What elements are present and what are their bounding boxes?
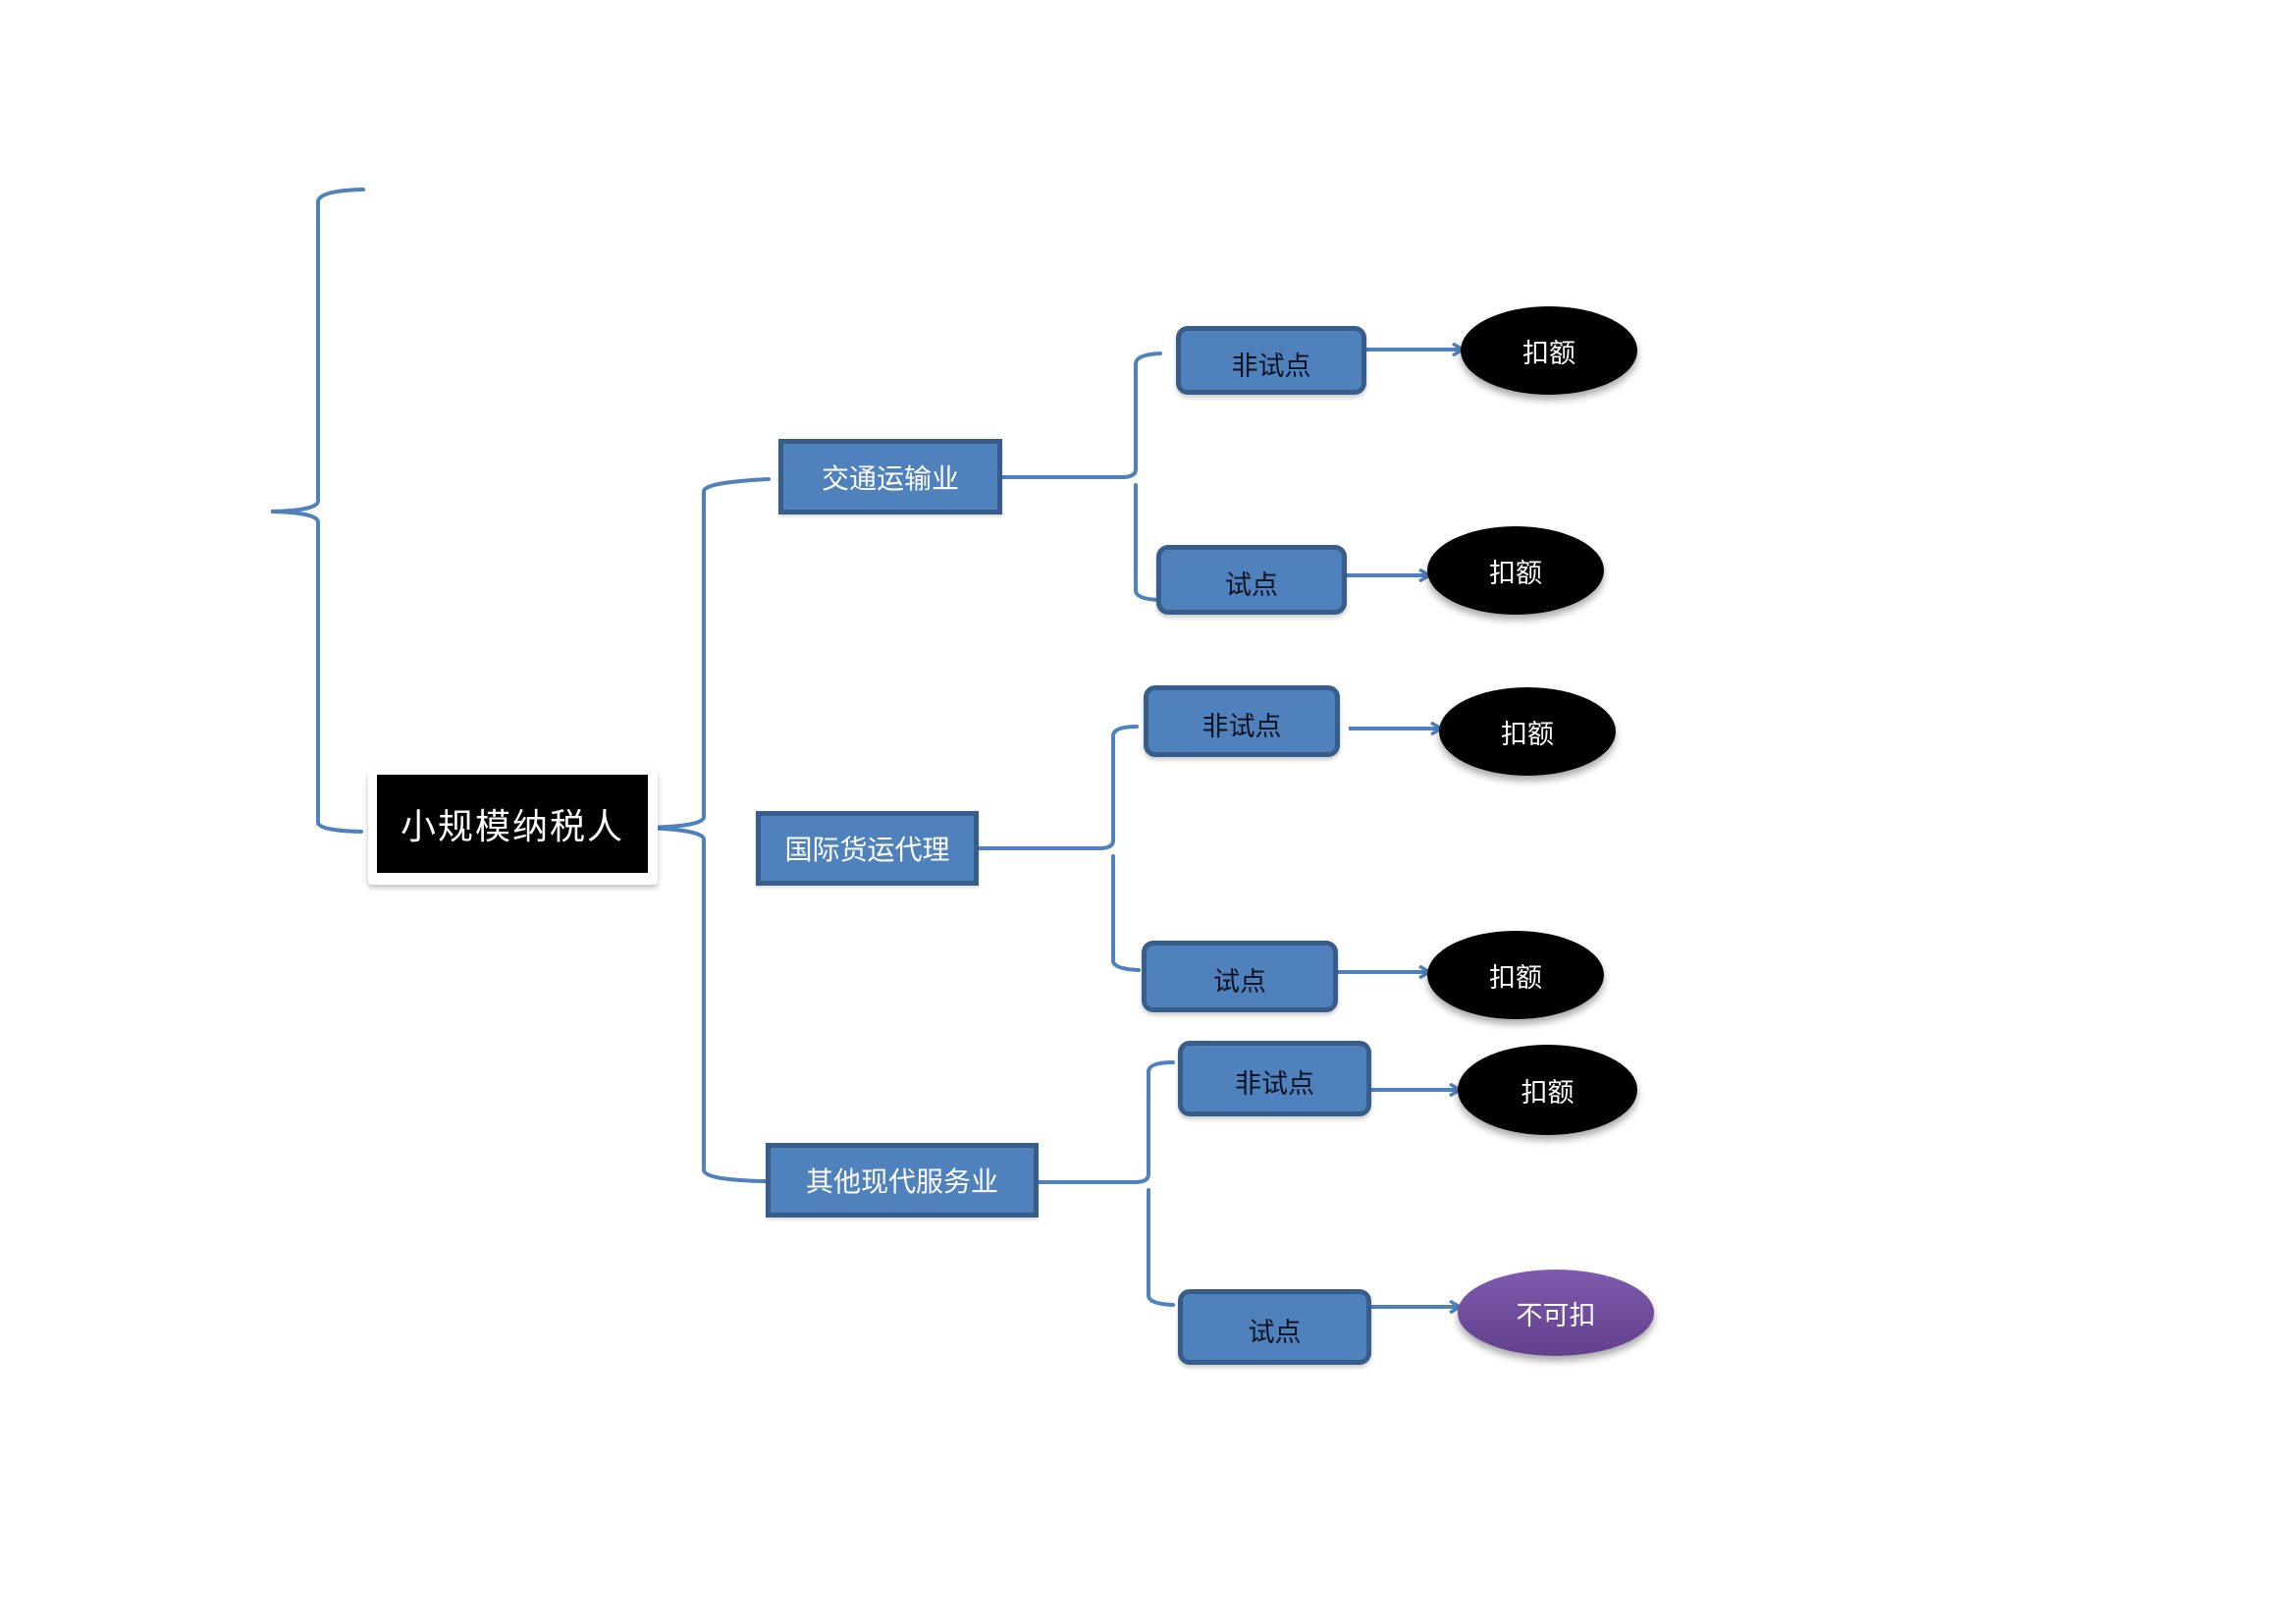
branch-modern-service-pilot: 试点 [1178, 1289, 1371, 1365]
branch-transport-non-pilot: 非试点 [1176, 326, 1366, 395]
brace-modern-service [1037, 1060, 1175, 1307]
branch-modern-service-non-pilot: 非试点 [1178, 1041, 1371, 1116]
category-label: 国际货运代理 [784, 834, 950, 866]
branch-label: 试点 [1225, 570, 1278, 601]
root-node: 小规模纳税人 [368, 771, 658, 885]
result-freight-pilot: 扣额 [1427, 931, 1604, 1019]
branch-freight-non-pilot: 非试点 [1144, 685, 1340, 757]
category-transport: 交通运输业 [778, 439, 1002, 514]
brace-transport [999, 352, 1162, 602]
result-label: 扣额 [1501, 719, 1554, 750]
category-label: 交通运输业 [821, 461, 959, 495]
result-label: 不可扣 [1516, 1300, 1596, 1331]
result-label: 扣额 [1489, 558, 1542, 589]
brace-freight [976, 725, 1141, 972]
root-brace [642, 477, 771, 1183]
branch-freight-pilot: 试点 [1142, 941, 1338, 1012]
branch-label: 非试点 [1201, 712, 1282, 742]
result-label: 扣额 [1489, 962, 1542, 994]
branch-transport-pilot: 试点 [1156, 545, 1347, 615]
root-label: 小规模纳税人 [400, 807, 624, 847]
branch-label: 非试点 [1231, 351, 1311, 382]
left-brace [270, 188, 365, 834]
branch-label: 非试点 [1235, 1069, 1314, 1100]
branch-label: 试点 [1213, 967, 1266, 998]
category-freight-forwarding: 国际货运代理 [756, 811, 979, 886]
result-label: 扣额 [1522, 338, 1575, 369]
category-modern-service: 其他现代服务业 [766, 1143, 1039, 1218]
result-freight-non-pilot: 扣额 [1439, 687, 1616, 776]
result-modern-service-pilot: 不可扣 [1458, 1270, 1654, 1356]
branch-label: 试点 [1248, 1318, 1302, 1348]
root-node-body: 小规模纳税人 [377, 775, 648, 873]
category-label: 其他现代服务业 [805, 1165, 998, 1198]
result-modern-service-non-pilot: 扣额 [1458, 1045, 1637, 1135]
result-label: 扣额 [1521, 1077, 1575, 1109]
result-transport-pilot: 扣额 [1427, 526, 1604, 615]
result-transport-non-pilot: 扣额 [1461, 306, 1637, 395]
